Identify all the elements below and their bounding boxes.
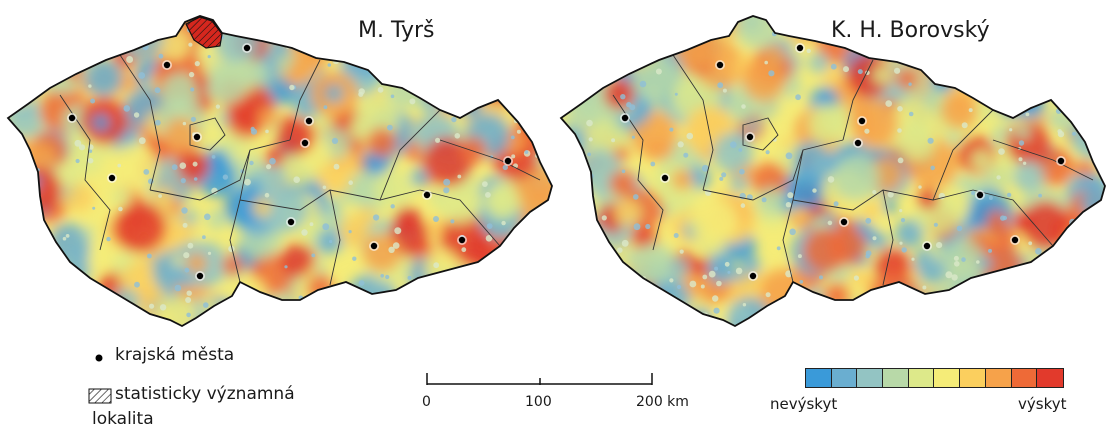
region-border bbox=[289, 59, 321, 141]
region-border bbox=[329, 189, 341, 286]
regional-city-dot bbox=[370, 242, 378, 250]
region-border bbox=[419, 189, 501, 247]
colorbar-high-label: výskyt bbox=[1018, 395, 1067, 413]
regional-city-dot bbox=[163, 61, 171, 69]
regional-city-dot bbox=[301, 139, 309, 147]
region-border bbox=[842, 59, 874, 141]
legend-hatch-label: statisticky významná bbox=[115, 384, 295, 404]
region-border bbox=[742, 117, 779, 151]
colorbar bbox=[805, 368, 1064, 388]
region-border bbox=[149, 139, 291, 201]
region-border bbox=[59, 94, 111, 251]
regional-city-dot bbox=[108, 174, 116, 182]
map-panel-tyrs: M. Tyrš bbox=[0, 0, 556, 340]
regional-city-dot bbox=[976, 191, 984, 199]
regional-city-dot bbox=[854, 139, 862, 147]
region-border bbox=[229, 149, 251, 283]
map-title-tyrs: M. Tyrš bbox=[358, 18, 435, 43]
colorbar-low-label: nevýskyt bbox=[770, 395, 838, 413]
scale-tick-100: 100 bbox=[525, 394, 552, 410]
colorbar-swatch bbox=[1037, 369, 1063, 387]
colorbar-swatch bbox=[985, 369, 1012, 387]
regional-city-dot bbox=[305, 117, 313, 125]
regional-city-dot bbox=[858, 117, 866, 125]
regional-city-dot bbox=[504, 157, 512, 165]
legend-hatch-label-2: lokalita bbox=[92, 409, 154, 429]
region-border bbox=[932, 109, 994, 201]
significant-locality-hatch bbox=[186, 17, 222, 48]
regional-city-dot bbox=[621, 114, 629, 122]
region-border bbox=[439, 139, 541, 181]
regional-city-dot bbox=[749, 272, 757, 280]
region-border bbox=[992, 139, 1094, 181]
occurrence-heatmap bbox=[8, 16, 552, 326]
map-title-borovsky: K. H. Borovský bbox=[831, 18, 990, 43]
country-outline bbox=[6, 15, 553, 328]
regional-city-dot bbox=[1011, 236, 1019, 244]
colorbar-swatch bbox=[934, 369, 961, 387]
region-border bbox=[702, 139, 844, 201]
colorbar-swatch bbox=[806, 369, 832, 387]
region-border bbox=[972, 189, 1054, 247]
regional-city-dot bbox=[746, 133, 754, 141]
scale-tick-200: 200 km bbox=[636, 394, 689, 410]
scale-bar-line bbox=[426, 373, 653, 385]
regional-city-dot bbox=[1057, 157, 1065, 165]
regional-city-dot bbox=[243, 44, 251, 52]
regional-city-dot bbox=[716, 61, 724, 69]
region-border bbox=[612, 94, 664, 251]
regional-city-dot bbox=[423, 191, 431, 199]
regional-city-dot bbox=[458, 236, 466, 244]
legend-cities-label: krajská města bbox=[115, 345, 235, 365]
city-dot-icon bbox=[95, 354, 103, 362]
region-border bbox=[189, 117, 226, 151]
regional-city-dot bbox=[193, 133, 201, 141]
occurrence-heatmap bbox=[561, 16, 1105, 326]
region-border bbox=[882, 189, 894, 286]
map-tyrs bbox=[6, 15, 553, 328]
colorbar-swatch bbox=[908, 369, 935, 387]
colorbar-swatch bbox=[831, 369, 858, 387]
hatch-icon bbox=[88, 388, 112, 404]
region-border bbox=[672, 54, 714, 191]
colorbar-swatch bbox=[883, 369, 909, 387]
regional-city-dot bbox=[661, 174, 669, 182]
colorbar-swatch bbox=[1011, 369, 1038, 387]
regional-city-dot bbox=[287, 218, 295, 226]
country-outline bbox=[559, 15, 1106, 328]
colorbar-swatch bbox=[857, 369, 884, 387]
regional-city-dot bbox=[68, 114, 76, 122]
regional-city-dot bbox=[840, 218, 848, 226]
scale-tick-0: 0 bbox=[422, 394, 431, 410]
map-borovsky bbox=[559, 15, 1106, 328]
colorbar-swatch bbox=[960, 369, 986, 387]
regional-city-dot bbox=[923, 242, 931, 250]
region-border bbox=[379, 109, 441, 201]
map-panel-borovsky: K. H. Borovský bbox=[553, 0, 1109, 340]
regional-city-dot bbox=[796, 44, 804, 52]
region-border bbox=[782, 149, 804, 283]
region-border bbox=[119, 54, 161, 191]
regional-city-dot bbox=[196, 272, 204, 280]
